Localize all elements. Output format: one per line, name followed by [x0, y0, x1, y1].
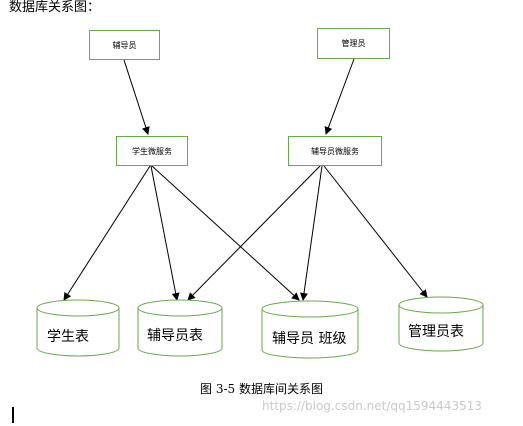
tutor-service-label: 辅导员微服务: [311, 146, 359, 156]
tutor-service-box: 辅导员微服务: [288, 136, 382, 166]
arrow-tutor-service-to-tutor-table: [187, 165, 321, 301]
admin-table-label: 管理员表: [408, 324, 464, 340]
db-student-table: [36, 299, 120, 357]
watermark-text: https://blog.csdn.net/qq1594443513: [262, 399, 482, 413]
student-table-label: 学生表: [47, 329, 89, 345]
db-tutor-table: [137, 299, 223, 357]
text-cursor: [12, 407, 14, 423]
tutor-role-box: 辅导员: [89, 30, 160, 60]
figure-caption: 图 3-5 数据库间关系图: [200, 382, 323, 396]
db-admin-table: [398, 296, 484, 352]
arrow-student-service-to-tutor-table: [150, 165, 180, 301]
tutor-table-label: 辅导员表: [147, 328, 203, 344]
arrow-student-service-to-student-table: [63, 165, 151, 301]
relationship-arrows: [63, 58, 428, 301]
tutor-class-table-label: 辅导员 班级: [272, 331, 347, 347]
arrow-admin-to-tutor-service: [324, 58, 355, 135]
diagram-heading: 数据库关系图：: [9, 0, 101, 15]
student-service-box: 学生微服务: [116, 136, 188, 166]
db-tutor-class-table: [261, 300, 359, 359]
tutor-role-label: 辅导员: [112, 40, 137, 50]
admin-role-box: 管理员: [317, 28, 390, 59]
arrow-student-service-to-class-table: [151, 165, 300, 301]
arrow-tutor-to-student-service: [123, 59, 150, 135]
admin-role-label: 管理员: [341, 39, 366, 48]
arrow-tutor-service-to-admin-table: [323, 165, 428, 298]
student-service-label: 学生微服务: [132, 146, 172, 156]
arrow-tutor-service-to-class-table: [300, 165, 323, 301]
